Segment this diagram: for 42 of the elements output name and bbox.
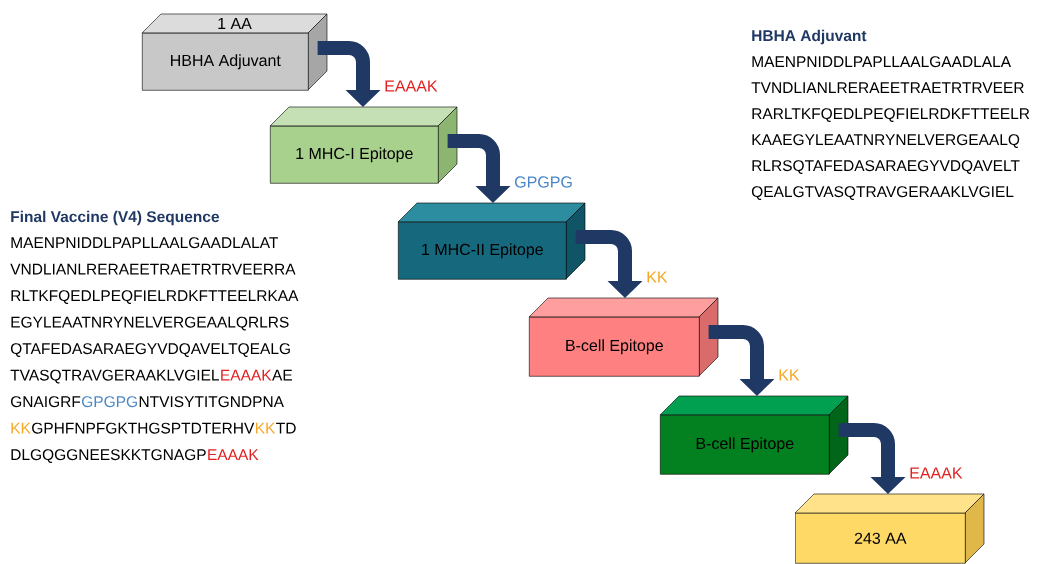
sequence-text: KK: [256, 422, 276, 434]
sequence-text: RLRSQTAFEDASARAEGYVDQAVELT: [752, 160, 1020, 174]
sequence-text: VNDLIANLRERAEETRAETRTRVEERRA: [10, 263, 296, 275]
cuboid-block: 243 AA: [794, 493, 985, 564]
edge-label: GPGPG: [515, 176, 572, 188]
arrow: [575, 230, 643, 298]
sequence-text: AE: [272, 369, 292, 381]
sequence-text: QTAFEDASARAEGYVDQAVELTQEALG: [10, 343, 290, 357]
sequence-text: GNAIGRF: [11, 396, 81, 408]
edge-label: KK: [647, 271, 668, 283]
sequence-text: QEALGTVASQTRAVGERAAKLVGIEL: [751, 186, 1014, 200]
arrow: [708, 325, 775, 396]
sequence-text: KK: [11, 422, 31, 434]
sequence-text: NTVISYTITGNDPNA: [139, 396, 284, 408]
sequence-text: MAENPNIDDLPAPLLAALGAADLALAT: [11, 237, 279, 249]
edge-label: KK: [779, 369, 800, 381]
sequence-text: TD: [276, 422, 296, 434]
sequence-text: GPGPG: [82, 396, 137, 408]
edge-label: EAAAK: [385, 80, 438, 92]
node-label: 1 AA: [218, 17, 252, 29]
sequence-heading: HBHA Adjuvant: [752, 29, 867, 45]
sequence-text: RARLTKFQEDLPEQFIELRDKFTTEELR: [752, 108, 1030, 122]
sequence-text: KAAEGYLEAATNRYNELVERGEAALQ: [752, 134, 1020, 148]
sequence-text: DLGQGGNEESKKTGNAGP: [11, 449, 206, 463]
sequence-text: EGYLEAATNRYNELVERGEAALQRLRS: [11, 316, 289, 331]
edge-label: EAAAK: [910, 467, 963, 479]
sequence-text: EAAAK: [221, 369, 272, 381]
arrow: [838, 423, 906, 494]
sequence-heading: Final Vaccine (V4) Sequence: [11, 210, 219, 226]
sequence-text: MAENPNIDDLPAPLLAALGAADLALA: [752, 56, 1011, 68]
sequence-text: GPHFNPFGKTHGSPTDTERHV: [32, 422, 255, 434]
cuboid-block: 1 AA HBHA Adjuvant: [141, 13, 328, 91]
sequence-text: RLTKFQEDLPEQFIELRDKFTTEELRKAA: [11, 290, 299, 304]
cuboid-block: B-cell Epitope: [659, 395, 849, 475]
arrow: [447, 134, 511, 203]
sequence-text: TVASQTRAVGERAAKLVGIEL: [10, 369, 219, 384]
cuboid-block: 1 MHC-I Epitope: [269, 106, 458, 184]
cuboid-block: B-cell Epitope: [528, 297, 719, 377]
sequence-text: TVNDLIANLRERAEETRAETRTRVEER: [751, 82, 1024, 93]
sequence-text: EAAAK: [208, 449, 259, 460]
cuboid-block: 1 MHC-II Epitope: [397, 202, 586, 280]
arrow: [317, 41, 381, 107]
